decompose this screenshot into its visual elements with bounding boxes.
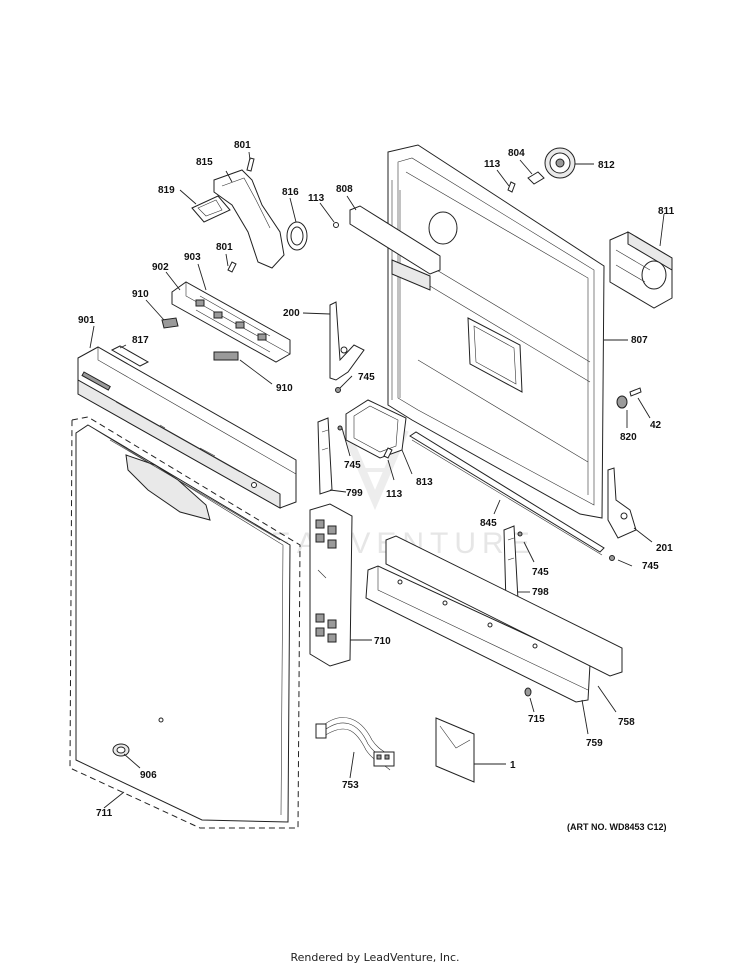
label-745-c: 745 [642,561,659,572]
inner-door-807 [387,144,605,519]
insulation-710 [309,503,353,667]
label-753: 753 [342,780,359,791]
label-710: 710 [374,636,391,647]
vent-duct-815 [213,169,285,269]
label-745-d: 745 [532,567,549,578]
screw-113-upper-left [333,222,339,228]
label-906: 906 [140,770,157,781]
hinge-arm-200 [329,301,365,381]
button-910-right [213,351,239,361]
label-910-left: 910 [132,289,149,300]
dispenser-811 [609,231,673,309]
vent-gasket-819 [191,195,231,223]
outer-door-panel-711 [69,416,301,829]
label-815: 815 [196,157,213,168]
label-711: 711 [96,808,113,819]
label-845: 845 [480,518,497,529]
label-715: 715 [528,714,545,725]
screw-801-lower [227,261,237,273]
leader-lines [89,151,665,809]
art-number: (ART NO. WD8453 C12) [567,822,667,832]
label-813: 813 [416,477,433,488]
label-819: 819 [158,185,175,196]
toe-kick-bracket-758 [385,535,623,677]
label-758: 758 [618,717,635,728]
control-board-902 [171,281,291,363]
label-799: 799 [346,488,363,499]
label-901: 901 [78,315,95,326]
clip-804 [527,171,545,185]
screw-801-upper [246,157,255,172]
label-113-a: 113 [308,193,325,204]
rinse-cap-812 [544,147,576,179]
door-gasket-845 [409,431,605,556]
part-labels: 801 815 819 816 113 808 804 812 113 811 … [78,140,675,819]
control-panel-901 [77,346,297,509]
label-816: 816 [282,187,299,198]
screw-113-lower [383,447,393,459]
screw-715 [524,687,532,697]
watermark-logo [341,428,409,511]
label-801-lower: 801 [216,242,233,253]
latch-808 [349,205,441,291]
label-808: 808 [336,184,353,195]
hinge-arm-201 [607,467,637,539]
button-910-left [161,317,179,329]
label-801-upper: 801 [234,140,251,151]
label-42: 42 [650,420,662,431]
screw-820-42 [616,387,642,409]
label-804: 804 [508,148,525,159]
label-817: 817 [132,335,149,346]
owner-manual-1 [435,717,475,783]
label-201: 201 [656,543,673,554]
label-798: 798 [532,587,549,598]
label-910-right: 910 [276,383,293,394]
label-811: 811 [658,206,675,217]
label-812: 812 [598,160,615,171]
label-807: 807 [631,335,648,346]
label-113-b: 113 [484,159,501,170]
label-745-b: 745 [344,460,361,471]
label-200: 200 [283,308,300,319]
screw-113-upper-right [507,181,516,193]
wire-harness-753 [315,717,395,771]
toe-kick-759 [365,565,591,703]
label-113-c: 113 [386,489,403,500]
label-1: 1 [510,760,516,771]
footer-credit: Rendered by LeadVenture, Inc. [290,951,460,964]
label-745-a: 745 [358,372,375,383]
door-badge-906 [112,743,130,757]
hinge-bracket-799 [317,417,333,495]
panel-insert-817 [110,345,150,367]
label-902: 902 [152,262,169,273]
vent-seal-816 [286,221,308,251]
label-759: 759 [586,738,603,749]
label-820: 820 [620,432,637,443]
label-903: 903 [184,252,201,263]
